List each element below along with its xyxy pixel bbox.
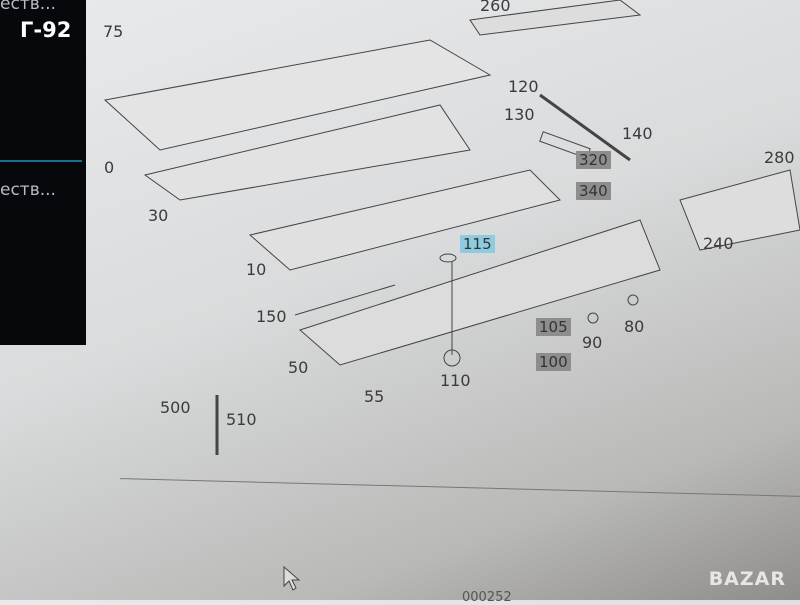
washer-110 <box>443 349 461 367</box>
sidebar-divider <box>0 160 82 162</box>
washer-115 <box>439 253 457 263</box>
mouse-cursor-icon <box>283 566 301 591</box>
part-label: 10 <box>246 260 267 279</box>
side-member-260 <box>469 0 642 36</box>
highlighted-part-320[interactable]: 320 <box>576 151 611 169</box>
listing-tag: Г-92 <box>20 18 72 42</box>
bolt-90 <box>587 312 599 324</box>
highlighted-part-340[interactable]: 340 <box>576 182 611 200</box>
part-label: 80 <box>624 317 645 336</box>
sidebar-item[interactable]: еств... <box>0 180 56 200</box>
floor-panel-main <box>299 219 661 366</box>
highlighted-part-100[interactable]: 100 <box>536 353 571 371</box>
part-label: 30 <box>148 206 169 225</box>
highlighted-part-115[interactable]: 115 <box>460 235 495 253</box>
rail-150 <box>294 284 396 316</box>
part-label: 260 <box>480 0 511 15</box>
watermark-logo: BAZAR <box>708 568 786 590</box>
floor-panel-0 <box>103 39 492 151</box>
sidebar: еств... еств... <box>0 0 86 345</box>
part-label: 0 <box>104 158 115 177</box>
part-label: 500 <box>160 398 191 417</box>
part-label: 55 <box>364 387 385 406</box>
part-label: 110 <box>440 371 471 390</box>
part-label: 90 <box>582 333 603 352</box>
bolt-80 <box>627 294 639 306</box>
part-label: 130 <box>504 105 535 124</box>
part-label: 510 <box>226 410 257 429</box>
part-label: 120 <box>508 77 539 96</box>
part-label: 140 <box>622 124 653 143</box>
side-member-240 <box>679 169 800 251</box>
part-label: 50 <box>288 358 309 377</box>
bar-120 <box>539 93 631 162</box>
part-number: 000252 <box>462 590 512 605</box>
floor-panel-30 <box>143 104 471 201</box>
highlighted-part-105[interactable]: 105 <box>536 318 571 336</box>
part-label: 150 <box>256 307 287 326</box>
sidebar-item[interactable]: еств... <box>0 0 56 14</box>
part-label: 280 <box>764 148 795 167</box>
floor-panel-10 <box>248 169 561 271</box>
part-label: 240 <box>703 234 734 253</box>
part-label: 75 <box>103 22 124 41</box>
